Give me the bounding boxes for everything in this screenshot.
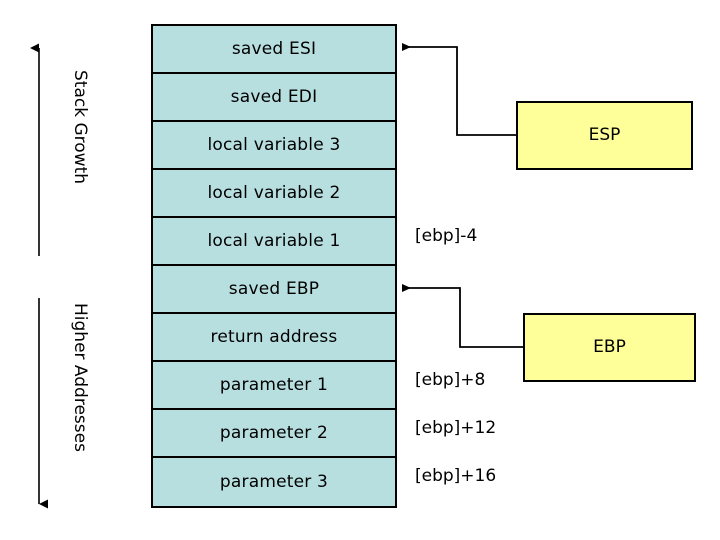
esp-connector-line <box>402 43 516 136</box>
offset-label-ebp-plus-8: [ebp]+8 <box>415 370 486 390</box>
stack-row-label: parameter 2 <box>219 422 329 443</box>
stack-table: saved ESI saved EDI local variable 3 loc… <box>151 24 397 508</box>
stack-row-label: local variable 2 <box>207 182 341 203</box>
stack-row-label: saved EBP <box>228 278 320 299</box>
stack-row: saved EDI <box>153 74 395 122</box>
stack-row-label: saved ESI <box>231 38 317 59</box>
stack-row: local variable 1 <box>153 218 395 266</box>
register-box-label: ESP <box>588 125 621 145</box>
register-box-label: EBP <box>593 337 626 357</box>
stack-row-label: local variable 3 <box>207 134 341 155</box>
stack-row-label: local variable 1 <box>207 230 341 251</box>
stack-row: local variable 2 <box>153 170 395 218</box>
register-box-esp: ESP <box>516 101 693 170</box>
stack-row: return address <box>153 314 395 362</box>
stack-row-label: return address <box>210 326 338 347</box>
stack-row: saved ESI <box>153 26 395 74</box>
ebp-connector-line <box>402 284 523 348</box>
stack-row-label: parameter 1 <box>219 374 329 395</box>
stack-row: local variable 3 <box>153 122 395 170</box>
stack-row-label: parameter 3 <box>219 471 329 492</box>
stack-row-label: saved EDI <box>230 86 318 107</box>
register-box-ebp: EBP <box>523 313 696 382</box>
offset-label-ebp-plus-12: [ebp]+12 <box>415 418 497 438</box>
stack-row: parameter 1 <box>153 362 395 410</box>
stack-row: parameter 3 <box>153 458 395 506</box>
offset-label-ebp-plus-16: [ebp]+16 <box>415 466 497 486</box>
offset-label-ebp-minus-4: [ebp]-4 <box>415 226 478 246</box>
stack-row: parameter 2 <box>153 410 395 458</box>
axis-label-stack-growth: Stack Growth <box>70 70 90 185</box>
axis-label-higher-addresses: Higher Addresses <box>70 303 90 452</box>
stack-row: saved EBP <box>153 266 395 314</box>
